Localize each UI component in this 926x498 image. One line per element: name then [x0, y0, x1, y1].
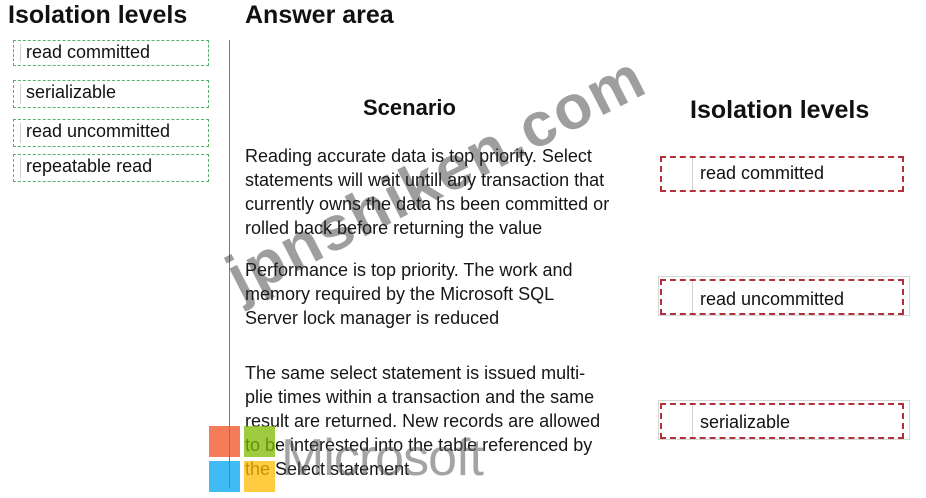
answer-slot-value: read committed — [700, 163, 825, 183]
isolation-levels-heading: Isolation levels — [8, 1, 188, 29]
scenario-column-header: Scenario — [363, 95, 456, 120]
answer-slot-value: serializable — [700, 412, 791, 432]
item-edge — [20, 158, 21, 178]
item-edge — [20, 123, 21, 143]
scenario-3-text: The same select statement is issued mult… — [245, 361, 650, 481]
answer-slot-2[interactable]: read uncommitted — [660, 279, 904, 315]
source-item-label: serializable — [26, 82, 117, 102]
panel-divider — [229, 40, 230, 488]
answer-slot-frame — [658, 400, 910, 440]
source-item-label: read committed — [26, 42, 151, 62]
source-item-label: repeatable read — [26, 156, 153, 176]
source-item-read-uncommitted[interactable]: read uncommitted — [13, 119, 209, 147]
scenario-line: Server lock manager is reduced — [245, 308, 500, 328]
scenario-line: plie times within a transaction and the … — [245, 387, 595, 407]
scenario-line: memory required by the Microsoft SQL — [245, 284, 555, 304]
scenario-line: the Select statement — [245, 459, 410, 479]
item-edge — [20, 84, 21, 104]
scenario-line: to be interested into the table referenc… — [245, 435, 593, 455]
isolation-column-header: Isolation levels — [690, 96, 870, 124]
answer-area-heading: Answer area — [245, 1, 394, 29]
item-edge — [20, 44, 21, 62]
source-item-label: read uncommitted — [26, 121, 171, 141]
scenario-line: The same select statement is issued mult… — [245, 363, 586, 383]
scenario-line: Reading accurate data is top priority. S… — [245, 146, 592, 166]
answer-slot-3[interactable]: serializable — [660, 403, 904, 439]
scenario-line: statements will wait untill any transact… — [245, 170, 605, 190]
scenario-1-text: Reading accurate data is top priority. S… — [245, 144, 650, 240]
scenario-2-text: Performance is top priority. The work an… — [245, 258, 650, 330]
answer-slot-value: read uncommitted — [700, 289, 845, 309]
source-item-serializable[interactable]: serializable — [13, 80, 209, 108]
scenario-line: result are returned. New records are all… — [245, 411, 601, 431]
source-item-repeatable-read[interactable]: repeatable read — [13, 154, 209, 182]
scenario-line: rolled back before returning the value — [245, 218, 543, 238]
scenario-line: Performance is top priority. The work an… — [245, 260, 573, 280]
scenario-line: currently owns the data hs been committe… — [245, 194, 610, 214]
logo-square-blue — [209, 461, 240, 492]
source-item-read-committed[interactable]: read committed — [13, 40, 209, 66]
slot-inner-box — [692, 405, 902, 437]
answer-slot-frame — [658, 276, 910, 316]
slot-inner-box — [692, 281, 902, 313]
logo-square-red — [209, 426, 240, 457]
answer-slot-1[interactable]: read committed — [660, 156, 904, 192]
slot-inner-box — [692, 158, 902, 190]
